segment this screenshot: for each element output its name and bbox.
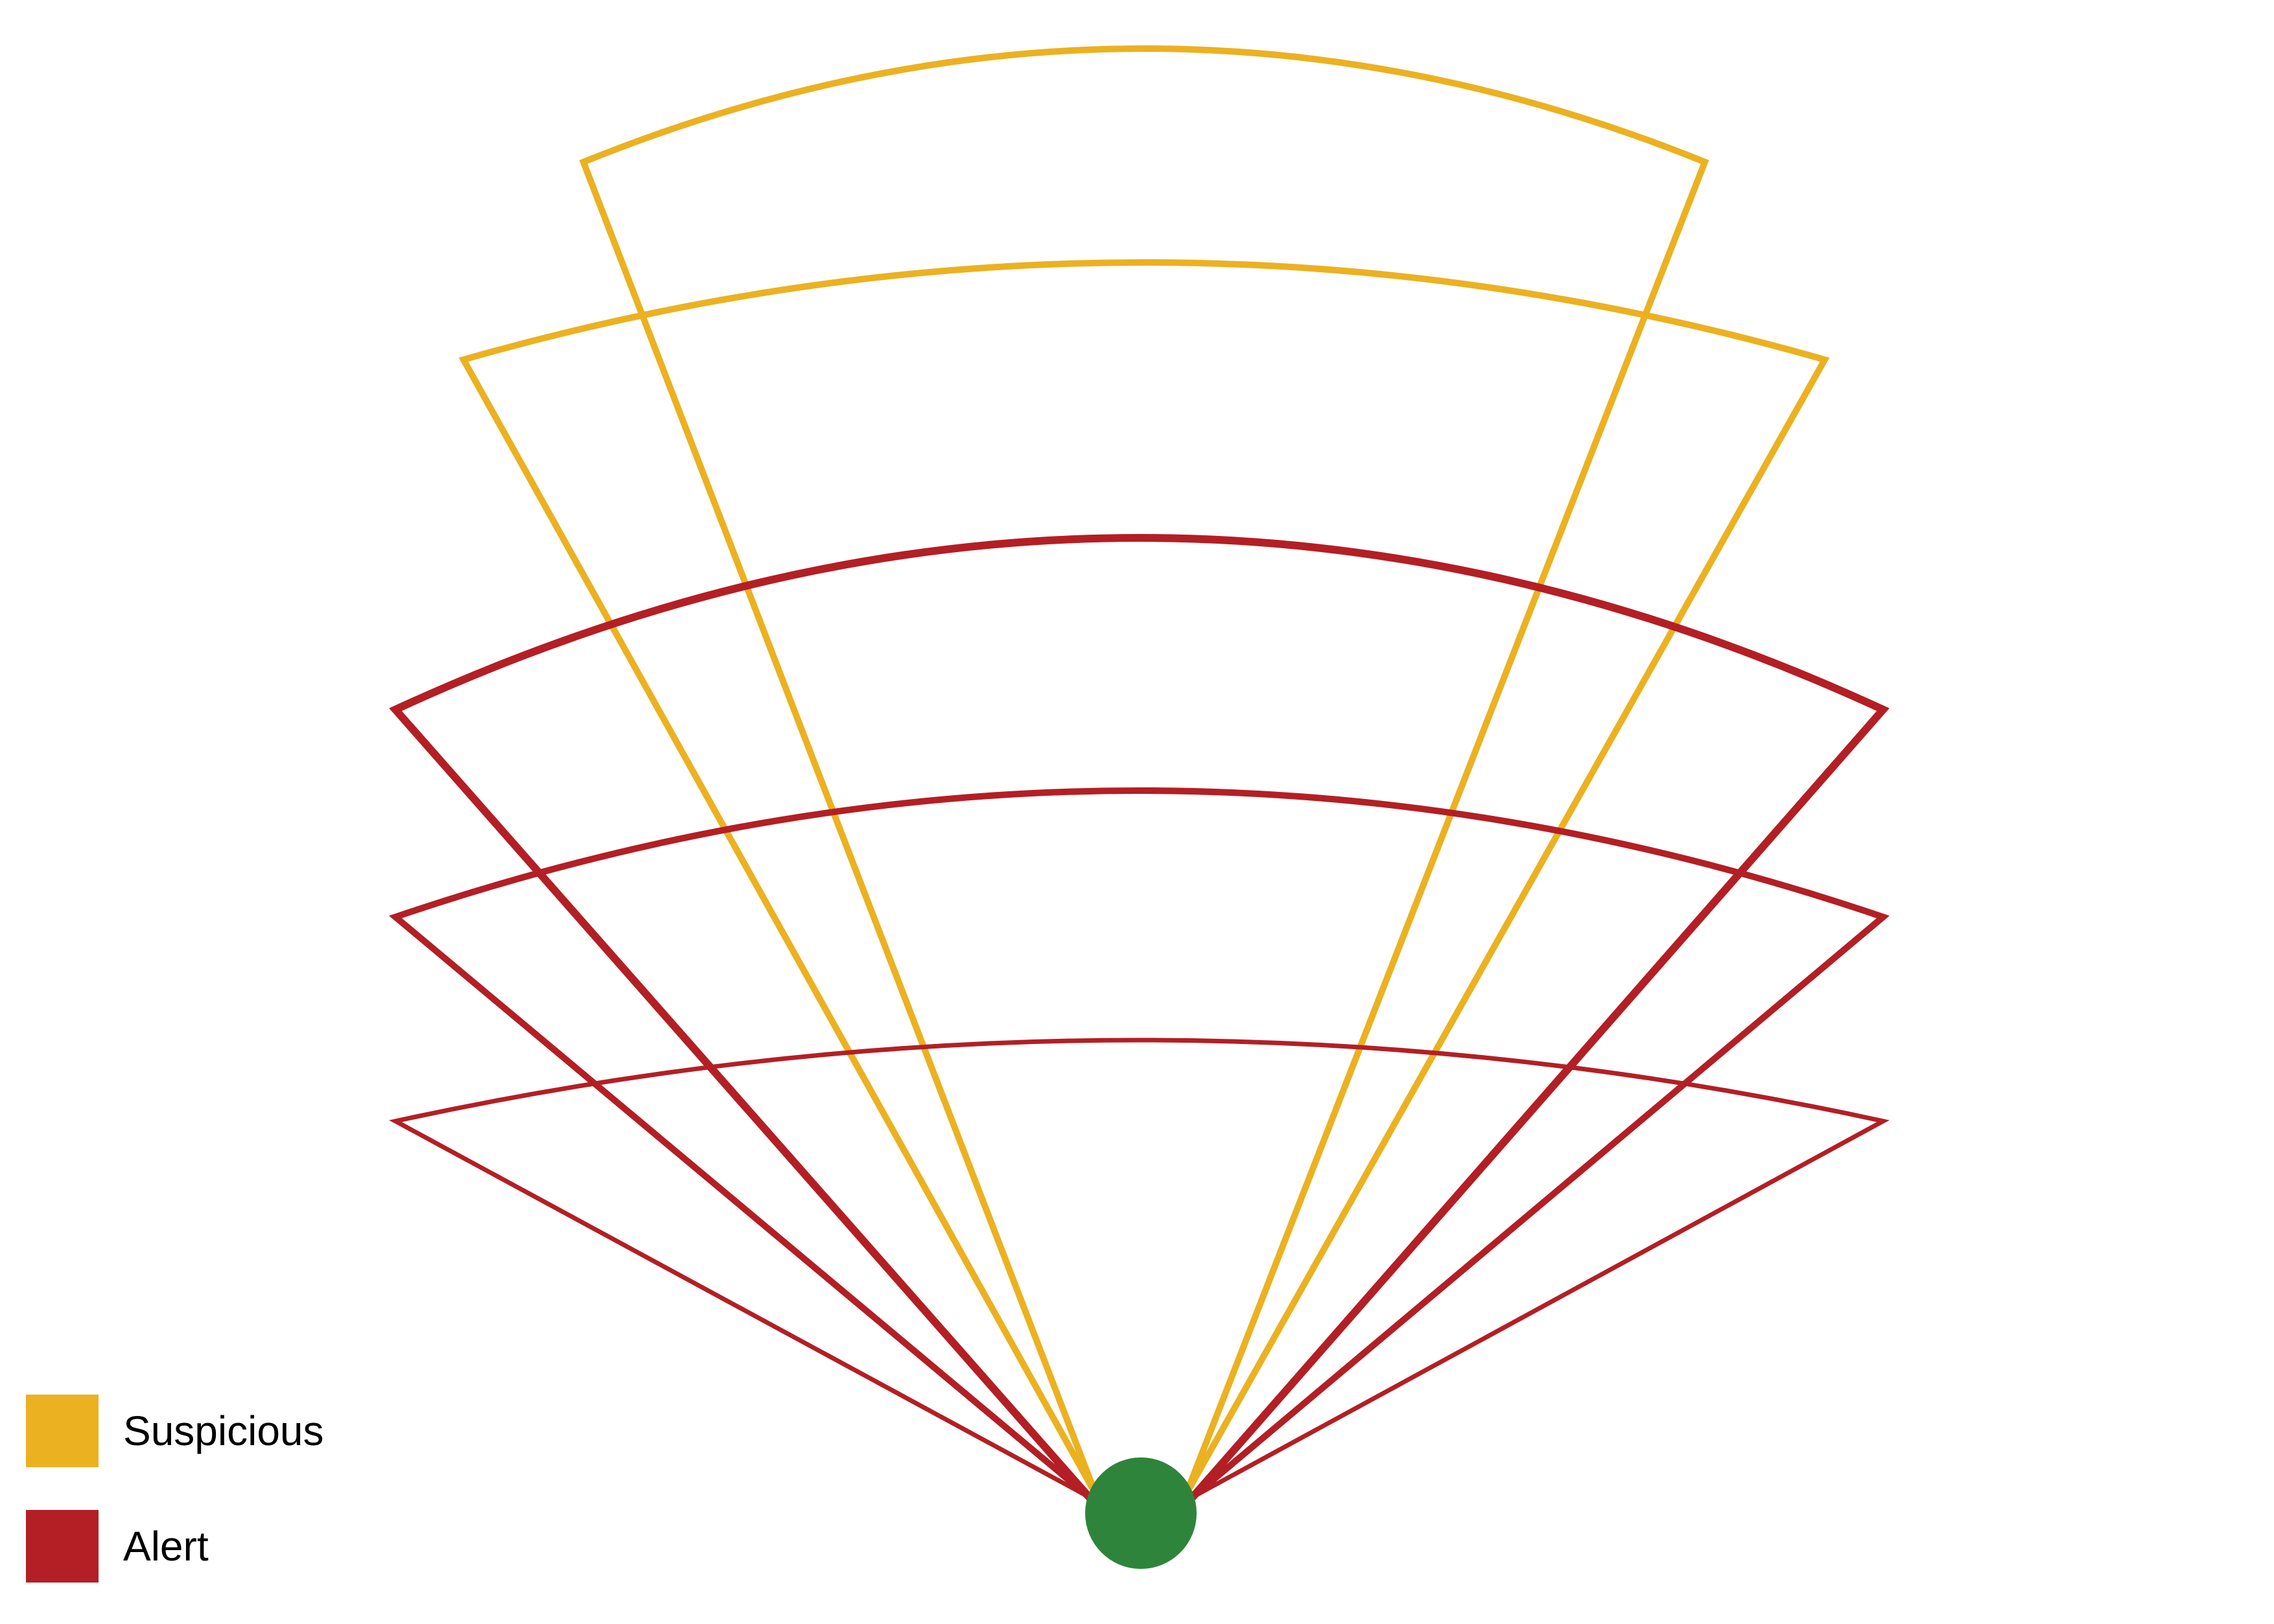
legend: Suspicious Alert (26, 1393, 324, 1624)
legend-item-alert: Alert (26, 1509, 324, 1584)
legend-swatch-alert (26, 1510, 99, 1583)
legend-swatch-suspicious (26, 1395, 99, 1467)
sensor-dot-icon (1085, 1457, 1197, 1569)
legend-item-suspicious: Suspicious (26, 1393, 324, 1468)
legend-label-suspicious: Suspicious (123, 1408, 324, 1454)
zone-alert-5 (389, 1038, 1890, 1500)
zone-alert-4 (388, 787, 1890, 1500)
zone-suspicious-2 (458, 259, 1830, 1497)
zones-layer (388, 45, 1890, 1501)
zone-alert-3 (389, 534, 1890, 1501)
zone-suspicious-1 (579, 45, 1709, 1497)
legend-label-alert: Alert (123, 1523, 209, 1570)
